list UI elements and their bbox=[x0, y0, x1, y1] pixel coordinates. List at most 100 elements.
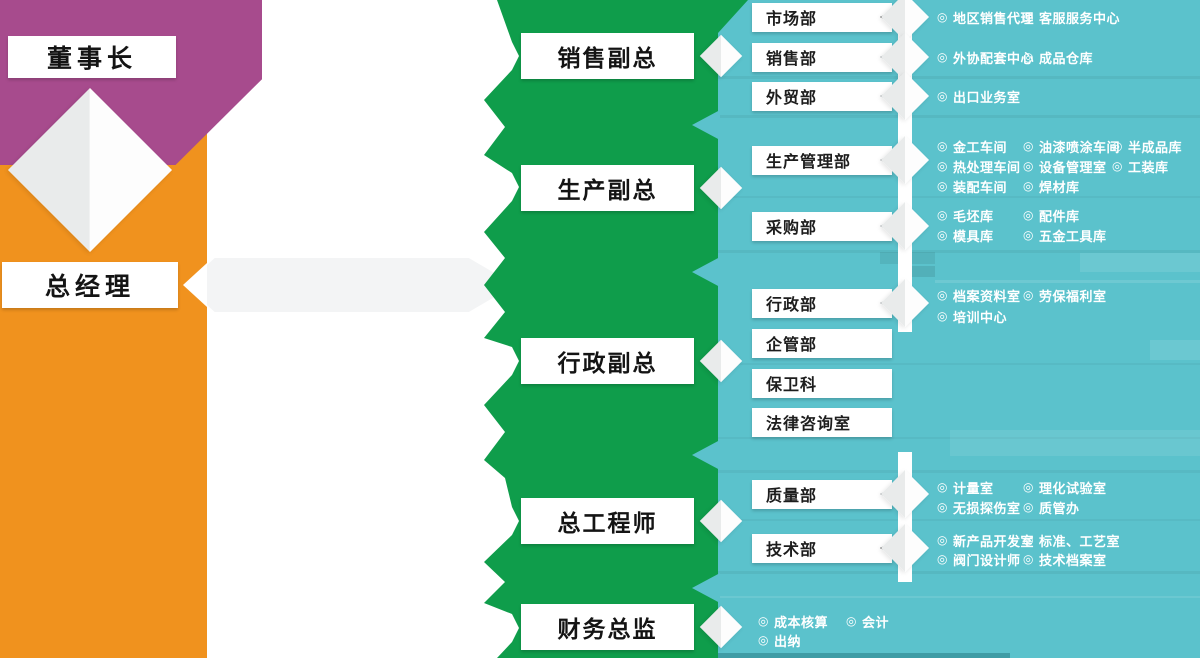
teal-stripe bbox=[706, 571, 1200, 574]
sub-department-label: 五金工具库 bbox=[1038, 228, 1107, 244]
teal-stripe bbox=[706, 196, 1200, 198]
bullet-icon: ◎ bbox=[1023, 159, 1034, 173]
sub-department-item: ◎ 工装库 bbox=[1112, 157, 1169, 175]
bottom-seam bbox=[718, 653, 1010, 658]
teal-stripe bbox=[706, 470, 1200, 473]
bullet-icon: ◎ bbox=[1023, 208, 1034, 222]
department-label: 保卫科 bbox=[766, 377, 818, 394]
bullet-icon: ◎ bbox=[937, 89, 948, 103]
department-label: 采购部 bbox=[766, 220, 818, 237]
bullet-icon: ◎ bbox=[1112, 159, 1123, 173]
gm-to-vp-connector-band bbox=[185, 258, 515, 312]
sub-department-item: ◎ 毛坯库 bbox=[937, 206, 994, 224]
department-label: 法律咨询室 bbox=[766, 416, 852, 433]
sub-department-label: 毛坯库 bbox=[952, 208, 994, 224]
sub-department-label: 出口业务室 bbox=[952, 89, 1021, 105]
department-label: 技术部 bbox=[766, 542, 818, 559]
sub-department-item: ◎ 五金工具库 bbox=[1023, 226, 1107, 244]
sub-department-label: 计量室 bbox=[952, 480, 994, 496]
bullet-icon: ◎ bbox=[1023, 228, 1034, 242]
bullet-icon: ◎ bbox=[1023, 50, 1034, 64]
vp-label: 总工程师 bbox=[557, 510, 658, 536]
general-manager-label: 总经理 bbox=[44, 273, 135, 301]
sub-department-item: ◎油漆喷涂车间 bbox=[1023, 137, 1120, 155]
sub-department-item: ◎ 客服服务中心 bbox=[1023, 8, 1120, 26]
bullet-icon: ◎ bbox=[937, 288, 948, 302]
sub-department-label: 装配车间 bbox=[952, 179, 1007, 195]
vp-label: 销售副总 bbox=[557, 45, 658, 71]
vp-box: 总工程师 bbox=[521, 498, 694, 544]
department-label: 外贸部 bbox=[766, 90, 818, 107]
sub-department-label: 地区销售代理 bbox=[952, 10, 1034, 26]
sub-department-label: 成本核算 bbox=[773, 614, 828, 630]
department-box: 销售部 bbox=[752, 42, 892, 72]
bullet-icon: ◎ bbox=[1023, 10, 1034, 24]
sub-department-label: 客服服务中心 bbox=[1038, 10, 1120, 26]
sub-department-item: ◎成品仓库 bbox=[1023, 48, 1093, 66]
sub-department-label: 热处理车间 bbox=[952, 159, 1021, 175]
sub-department-item: ◎模具库 bbox=[937, 226, 994, 244]
sub-department-label: 无损探伤室 bbox=[952, 500, 1021, 516]
sub-department-label: 档案资料室 bbox=[952, 288, 1021, 304]
sub-department-item: ◎技术档案室 bbox=[1023, 550, 1107, 568]
sub-department-label: 半成品库 bbox=[1127, 139, 1182, 155]
sub-department-label: 理化试验室 bbox=[1038, 480, 1107, 496]
bullet-icon: ◎ bbox=[1112, 139, 1123, 153]
sub-department-item: ◎ 出口业务室 bbox=[937, 87, 1021, 105]
teal-stripe bbox=[903, 266, 935, 277]
sub-department-item: ◎ 无损探伤室 bbox=[937, 498, 1021, 516]
sub-department-label: 外协配套中心 bbox=[952, 50, 1034, 66]
chairman-label: 董事长 bbox=[46, 45, 137, 73]
sub-department-item: ◎ 焊材库 bbox=[1023, 177, 1080, 195]
sub-department-label: 设备管理室 bbox=[1038, 159, 1107, 175]
sub-department-item: ◎金工车间 bbox=[937, 137, 1007, 155]
sub-department-label: 培训中心 bbox=[952, 309, 1007, 325]
sub-department-item: ◎ 配件库 bbox=[1023, 206, 1080, 224]
sub-department-item: ◎外协配套中心 bbox=[937, 48, 1034, 66]
department-box: 外贸部 bbox=[752, 81, 892, 111]
department-label: 生产管理部 bbox=[766, 154, 852, 171]
sub-department-label: 配件库 bbox=[1038, 208, 1080, 224]
sub-department-label: 工装库 bbox=[1127, 159, 1169, 175]
department-label: 销售部 bbox=[766, 51, 818, 68]
bullet-icon: ◎ bbox=[1023, 480, 1034, 494]
sub-department-label: 标准、工艺室 bbox=[1038, 533, 1120, 549]
vp-label: 生产副总 bbox=[557, 177, 658, 203]
sub-department-label: 阀门设计师 bbox=[952, 552, 1021, 568]
bullet-icon: ◎ bbox=[937, 208, 948, 222]
teal-stripe bbox=[1150, 340, 1200, 360]
teal-stripe bbox=[706, 596, 1200, 598]
bullet-icon: ◎ bbox=[937, 139, 948, 153]
sub-department-item: ◎ 半成品库 bbox=[1112, 137, 1182, 155]
department-box: 法律咨询室 bbox=[752, 407, 892, 437]
bullet-icon: ◎ bbox=[937, 179, 948, 193]
sub-department-label: 焊材库 bbox=[1038, 179, 1080, 195]
general-manager-box: 总经理 bbox=[2, 262, 178, 308]
bullet-icon: ◎ bbox=[1023, 288, 1034, 302]
teal-stripe bbox=[706, 115, 1200, 118]
department-box: 行政部 bbox=[752, 288, 892, 318]
bullet-icon: ◎ bbox=[1023, 552, 1034, 566]
bullet-icon: ◎ bbox=[937, 480, 948, 494]
bullet-icon: ◎ bbox=[937, 500, 948, 514]
department-box: 保卫科 bbox=[752, 368, 892, 398]
department-label: 企管部 bbox=[766, 337, 818, 354]
vp-box: 生产副总 bbox=[521, 165, 694, 211]
vp-box: 财务总监 bbox=[521, 604, 694, 650]
teal-stripe bbox=[706, 250, 1200, 253]
teal-stripe bbox=[935, 280, 1200, 283]
department-box: 质量部 bbox=[752, 479, 892, 509]
bullet-icon: ◎ bbox=[937, 533, 948, 547]
sub-department-item: ◎标准、工艺室 bbox=[1023, 531, 1120, 549]
department-label: 质量部 bbox=[766, 488, 818, 505]
bullet-icon: ◎ bbox=[1023, 179, 1034, 193]
department-box: 技术部 bbox=[752, 533, 892, 563]
vp-box: 行政副总 bbox=[521, 338, 694, 384]
sub-department-item: ◎出纳 bbox=[758, 631, 801, 649]
department-box: 企管部 bbox=[752, 328, 892, 358]
teal-stripe bbox=[706, 363, 1200, 365]
sub-department-label: 劳保福利室 bbox=[1038, 288, 1107, 304]
sub-department-item: ◎ 档案资料室 bbox=[937, 286, 1021, 304]
